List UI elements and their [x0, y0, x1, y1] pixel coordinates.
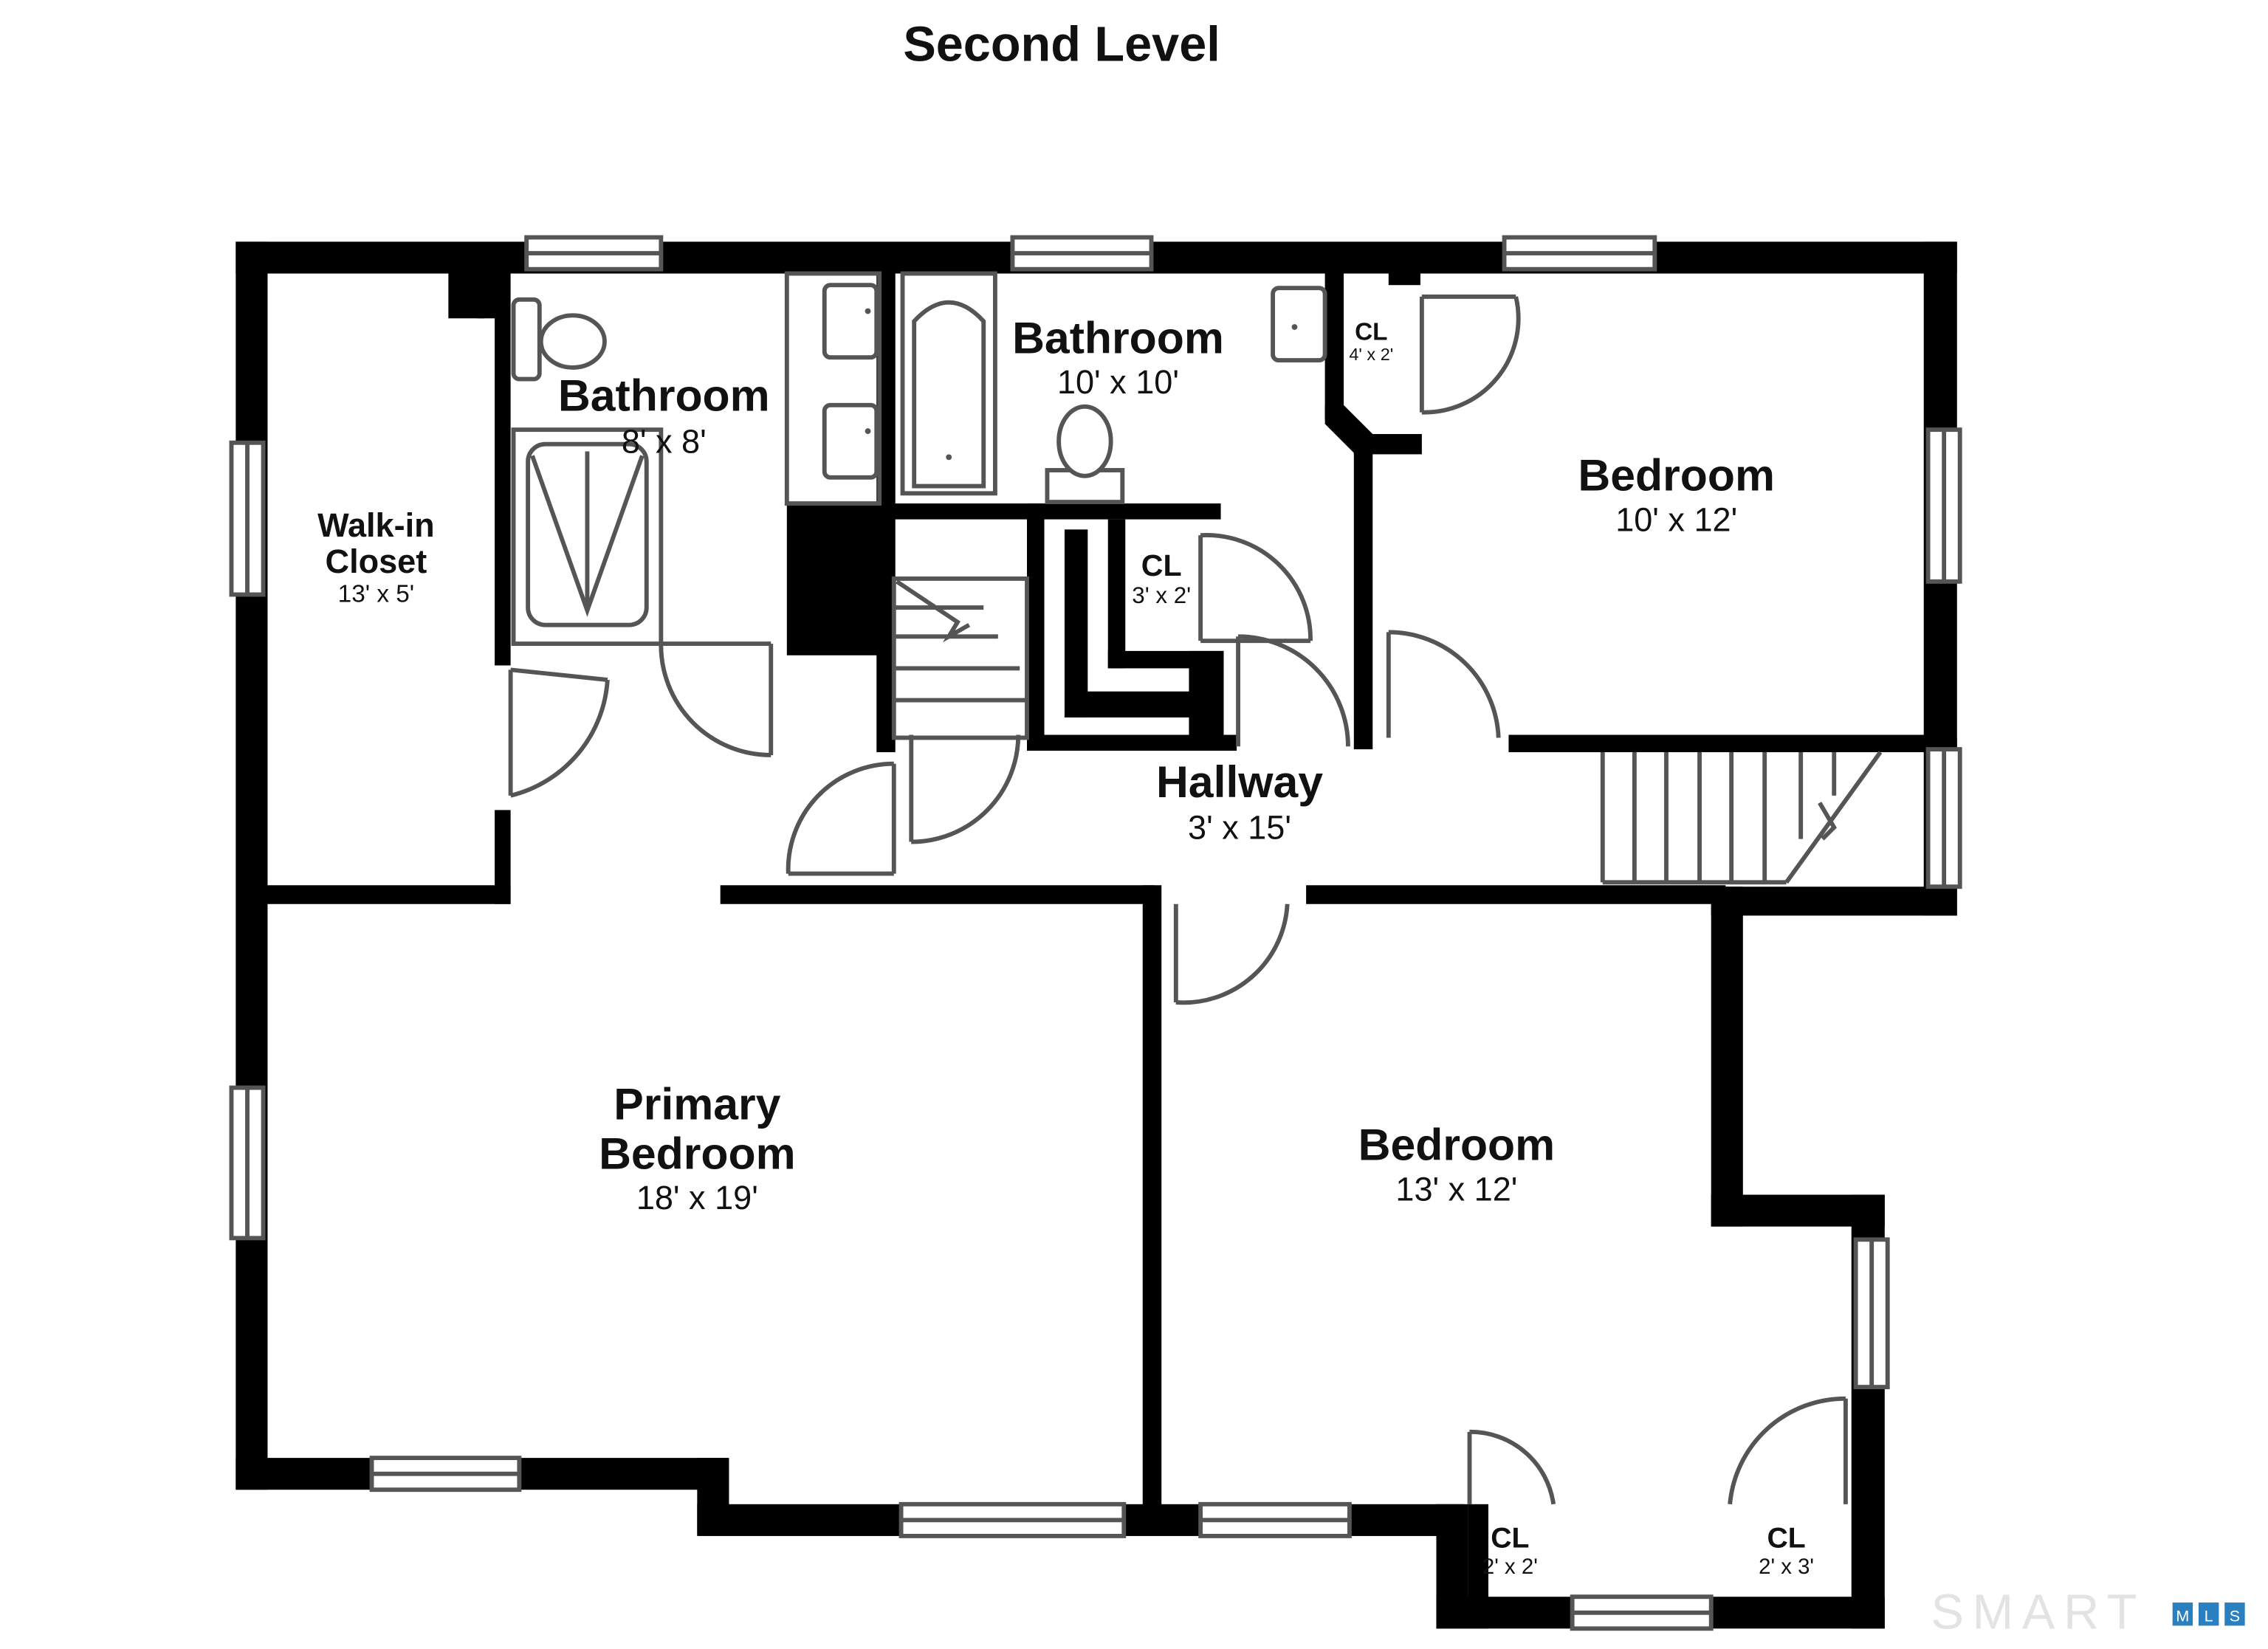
- cl-se2-name: CL: [1767, 1523, 1805, 1555]
- interior-walls: [263, 267, 1928, 1629]
- primary-name-line2: Bedroom: [599, 1128, 796, 1178]
- primary-east-wall: [1142, 885, 1162, 1532]
- toilet-tank: [511, 297, 542, 382]
- logo-badge-l: L: [2205, 1607, 2213, 1625]
- logo-badge-m: M: [2176, 1607, 2189, 1625]
- bathtub: [900, 271, 997, 496]
- door-swing: [509, 679, 610, 798]
- door-swing: [1238, 634, 1350, 747]
- door-swing: [911, 734, 1021, 844]
- cl-se1-name: CL: [1491, 1523, 1529, 1555]
- walkin-bath-wall: [495, 267, 511, 666]
- walkin-name-line1: Walk-in: [317, 506, 435, 544]
- sink: [1271, 286, 1327, 363]
- bed-se-north-wall: [1306, 885, 1726, 904]
- sink: [822, 283, 879, 360]
- bath1-name: Bathroom: [558, 371, 770, 421]
- smart-mls-logo: SMART M L S: [1931, 1585, 2245, 1639]
- bed-ne-south-wall: [1508, 734, 1928, 753]
- room-labels: Bathroom 8' x 8' Bathroom 10' x 10' CL 4…: [317, 312, 1814, 1579]
- door-swing: [1728, 1396, 1846, 1505]
- bath2-south-wall: [876, 503, 1221, 520]
- door-swing: [1388, 630, 1501, 738]
- logo-badge-s: S: [2230, 1607, 2240, 1625]
- cl-south-wall: [1027, 734, 1237, 751]
- cl-top-name: CL: [1355, 319, 1387, 346]
- bed-ne-dim: 10' x 12': [1615, 500, 1737, 538]
- bed-se-dim: 13' x 12': [1395, 1170, 1517, 1208]
- stairs: [891, 576, 1883, 885]
- door-swing: [659, 644, 772, 757]
- door-swing: [1469, 1429, 1556, 1505]
- bath2-name: Bathroom: [1012, 312, 1224, 362]
- east-step-vertical: [1711, 887, 1743, 1227]
- bed-ne-west-wall: [1353, 434, 1373, 750]
- west-wall: [236, 241, 268, 1490]
- plan-title: Second Level: [903, 18, 1220, 72]
- windows: [229, 235, 1962, 1631]
- walkin-name-line2: Closet: [326, 543, 427, 580]
- toilet-bowl: [1056, 404, 1113, 478]
- cl-inner-wall: [1064, 529, 1088, 718]
- hall-dim: 3' x 15': [1188, 809, 1291, 847]
- cl-mid-name: CL: [1141, 548, 1182, 582]
- logo-text: SMART: [1931, 1585, 2146, 1639]
- doors: [508, 294, 1848, 1505]
- solid-block: [786, 503, 883, 655]
- door-swing: [1200, 533, 1313, 641]
- walkin-dim: 13' x 5': [338, 580, 414, 607]
- east-step-top: [1711, 887, 1957, 916]
- door-swing: [1175, 903, 1290, 1005]
- cl-west-wall: [1107, 519, 1126, 669]
- door-swing: [1421, 296, 1521, 415]
- bed-ne-name: Bedroom: [1578, 450, 1775, 500]
- cl-top-west-wall: [1324, 267, 1344, 420]
- primary-north-wall: [720, 885, 1155, 904]
- primary-dim: 18' x 19': [636, 1179, 758, 1216]
- cl-se2-dim: 2' x 3': [1759, 1555, 1814, 1579]
- hall-name: Hallway: [1156, 757, 1323, 807]
- primary-name-line1: Primary: [614, 1079, 780, 1129]
- bath1-dim: 8' x 8': [622, 422, 707, 460]
- fixtures: [511, 271, 1327, 647]
- bath2-dim: 10' x 10': [1057, 363, 1179, 401]
- cl-se1-dim: 2' x 2': [1482, 1555, 1538, 1579]
- sink: [822, 402, 879, 480]
- door-swing: [786, 761, 894, 874]
- walkin-south-wall: [263, 885, 511, 904]
- cl-top-dim: 4' x 2': [1349, 345, 1393, 364]
- bed-se-name: Bedroom: [1358, 1120, 1556, 1170]
- vanity: [784, 271, 882, 506]
- stair-east-wall: [1027, 503, 1045, 750]
- cl-mid-dim: 3' x 2': [1132, 582, 1191, 608]
- toilet-bowl: [538, 313, 607, 370]
